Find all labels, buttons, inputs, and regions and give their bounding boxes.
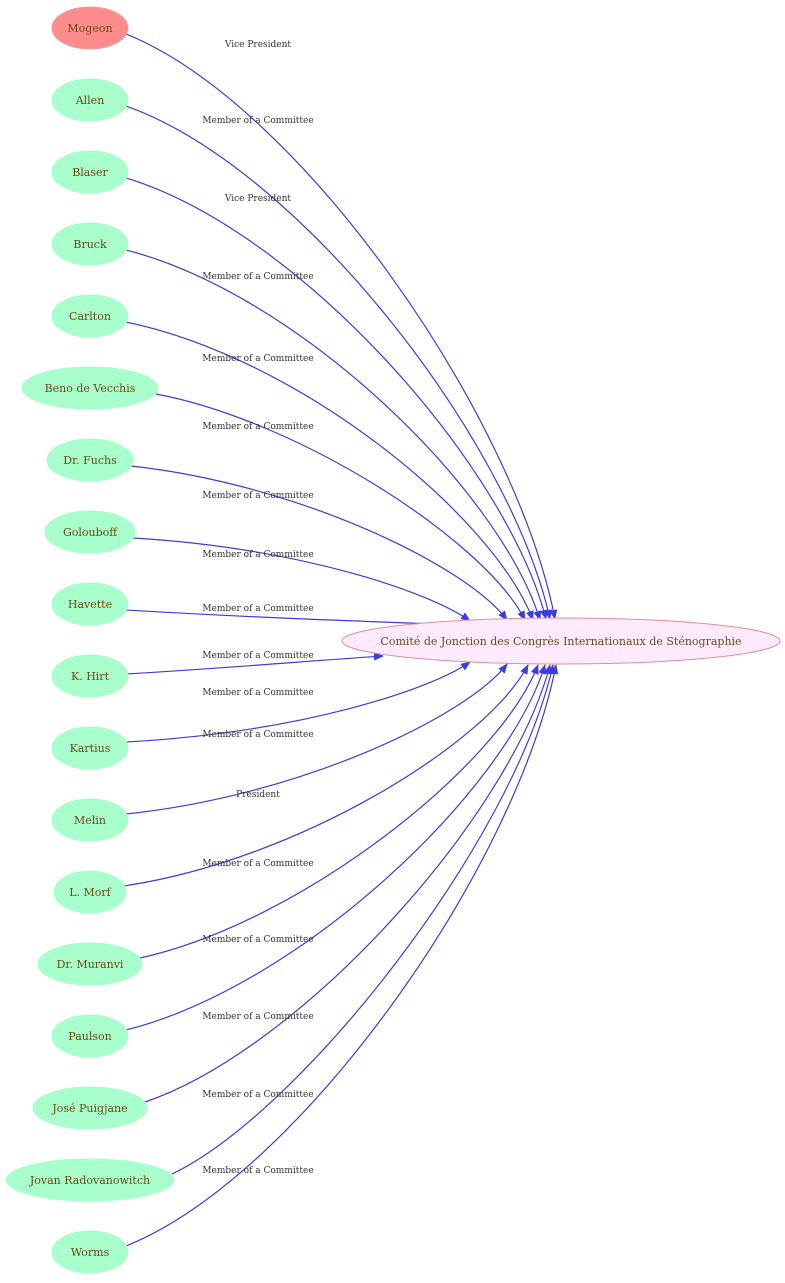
edge-arrow	[144, 664, 552, 1103]
person-node-label: Worms	[71, 1246, 110, 1259]
person-node-shape	[44, 510, 136, 554]
edge-arrow	[125, 652, 384, 675]
person-node-shape	[51, 1230, 129, 1274]
person-node[interactable]: Jovan Radovanowitch	[5, 1158, 175, 1202]
edge-role-label: Member of a Committee	[202, 272, 313, 282]
target-node-label: Comité de Jonction des Congrès Internati…	[380, 635, 741, 648]
edge-role-label: Member of a Committee	[202, 935, 313, 945]
person-node[interactable]: L. Morf	[53, 870, 127, 914]
person-node-shape	[37, 942, 143, 986]
edge-arrow	[125, 321, 534, 621]
edge-role-label: Member of a Committee	[202, 354, 313, 364]
person-node-label: Jovan Radovanowitch	[29, 1174, 150, 1187]
person-node[interactable]: Dr. Fuchs	[46, 438, 134, 482]
edge-arrow	[132, 537, 471, 622]
person-node-shape	[51, 1014, 129, 1058]
edge-arrow	[125, 663, 508, 815]
edge-role-label: Member of a Committee	[202, 1166, 313, 1176]
edge-arrow	[125, 249, 542, 621]
person-node-label: Golouboff	[63, 526, 118, 539]
edge-arrow	[125, 664, 547, 1031]
person-node[interactable]: Mogeon	[51, 6, 129, 50]
person-node-shape	[51, 222, 129, 266]
edge-arrow	[125, 661, 471, 743]
person-node-label: Carlton	[69, 310, 111, 323]
edge-role-label: Member of a Committee	[202, 550, 313, 560]
edge-role-label: Member of a Committee	[202, 1090, 313, 1100]
edge-arrow	[123, 664, 529, 887]
person-node-shape	[51, 6, 129, 50]
person-node-label: Mogeon	[67, 22, 112, 35]
edge-role-label: President	[236, 790, 280, 800]
person-node[interactable]: Melin	[51, 798, 129, 842]
edge-arrow	[139, 664, 539, 959]
edge-arrow	[155, 393, 526, 621]
person-node-shape	[46, 438, 134, 482]
edge-arrow	[125, 177, 548, 620]
edge-role-label: Member of a Committee	[202, 730, 313, 740]
person-node-label: Melin	[74, 814, 106, 827]
edge-arrow	[125, 664, 559, 1247]
person-node-shape	[51, 582, 129, 626]
person-node-label: Dr. Fuchs	[63, 454, 117, 467]
person-node-label: Kartius	[70, 742, 111, 755]
edge-role-label: Member of a Committee	[202, 688, 313, 698]
person-node[interactable]: Allen	[51, 78, 129, 122]
person-node-shape	[5, 1158, 175, 1202]
person-node-label: Dr. Muranvi	[57, 958, 124, 971]
person-node-shape	[51, 798, 129, 842]
person-node-label: Blaser	[72, 166, 108, 179]
person-node-label: Beno de Vecchis	[45, 382, 136, 395]
edge-role-label: Member of a Committee	[202, 651, 313, 661]
person-node[interactable]: Dr. Muranvi	[37, 942, 143, 986]
person-node[interactable]: Beno de Vecchis	[21, 366, 159, 410]
person-node-shape	[51, 78, 129, 122]
person-node[interactable]: Carlton	[51, 294, 129, 338]
edge-arrow	[130, 465, 508, 621]
edge-role-label: Vice President	[224, 194, 292, 204]
person-node-label: Bruck	[73, 238, 107, 251]
person-node-shape	[51, 294, 129, 338]
edge-arrow	[125, 33, 558, 620]
edge-role-label: Vice President	[224, 40, 292, 50]
person-node-shape	[32, 1086, 148, 1130]
person-node[interactable]: Worms	[51, 1230, 129, 1274]
person-node-shape	[51, 654, 129, 698]
person-node-label: José Puigjane	[51, 1102, 127, 1115]
person-node[interactable]: Havette	[51, 582, 129, 626]
edge-role-label: Member of a Committee	[202, 491, 313, 501]
edge-role-label: Member of a Committee	[202, 604, 313, 614]
person-node-label: Paulson	[68, 1030, 111, 1043]
person-node[interactable]: Golouboff	[44, 510, 136, 554]
edge-arrow	[125, 105, 552, 620]
person-node-shape	[51, 150, 129, 194]
person-node-label: Allen	[75, 94, 105, 107]
edge-arrow	[171, 664, 555, 1175]
edge-role-label: Member of a Committee	[202, 1012, 313, 1022]
person-node[interactable]: José Puigjane	[32, 1086, 148, 1130]
edge-role-label: Member of a Committee	[202, 859, 313, 869]
edge-role-label: Member of a Committee	[202, 116, 313, 126]
person-node[interactable]: Paulson	[51, 1014, 129, 1058]
person-node-label: Havette	[68, 598, 112, 611]
edge-role-label: Member of a Committee	[202, 422, 313, 432]
person-node-label: K. Hirt	[71, 670, 110, 683]
person-node[interactable]: K. Hirt	[51, 654, 129, 698]
person-node[interactable]: Kartius	[51, 726, 129, 770]
person-node[interactable]: Blaser	[51, 150, 129, 194]
person-node-shape	[53, 870, 127, 914]
target-node-shape	[341, 617, 781, 665]
person-node-shape	[21, 366, 159, 410]
edges-layer	[123, 33, 559, 1247]
person-node-label: L. Morf	[69, 886, 111, 899]
target-node[interactable]: Comité de Jonction des Congrès Internati…	[341, 617, 781, 665]
person-node-shape	[51, 726, 129, 770]
person-node[interactable]: Bruck	[51, 222, 129, 266]
